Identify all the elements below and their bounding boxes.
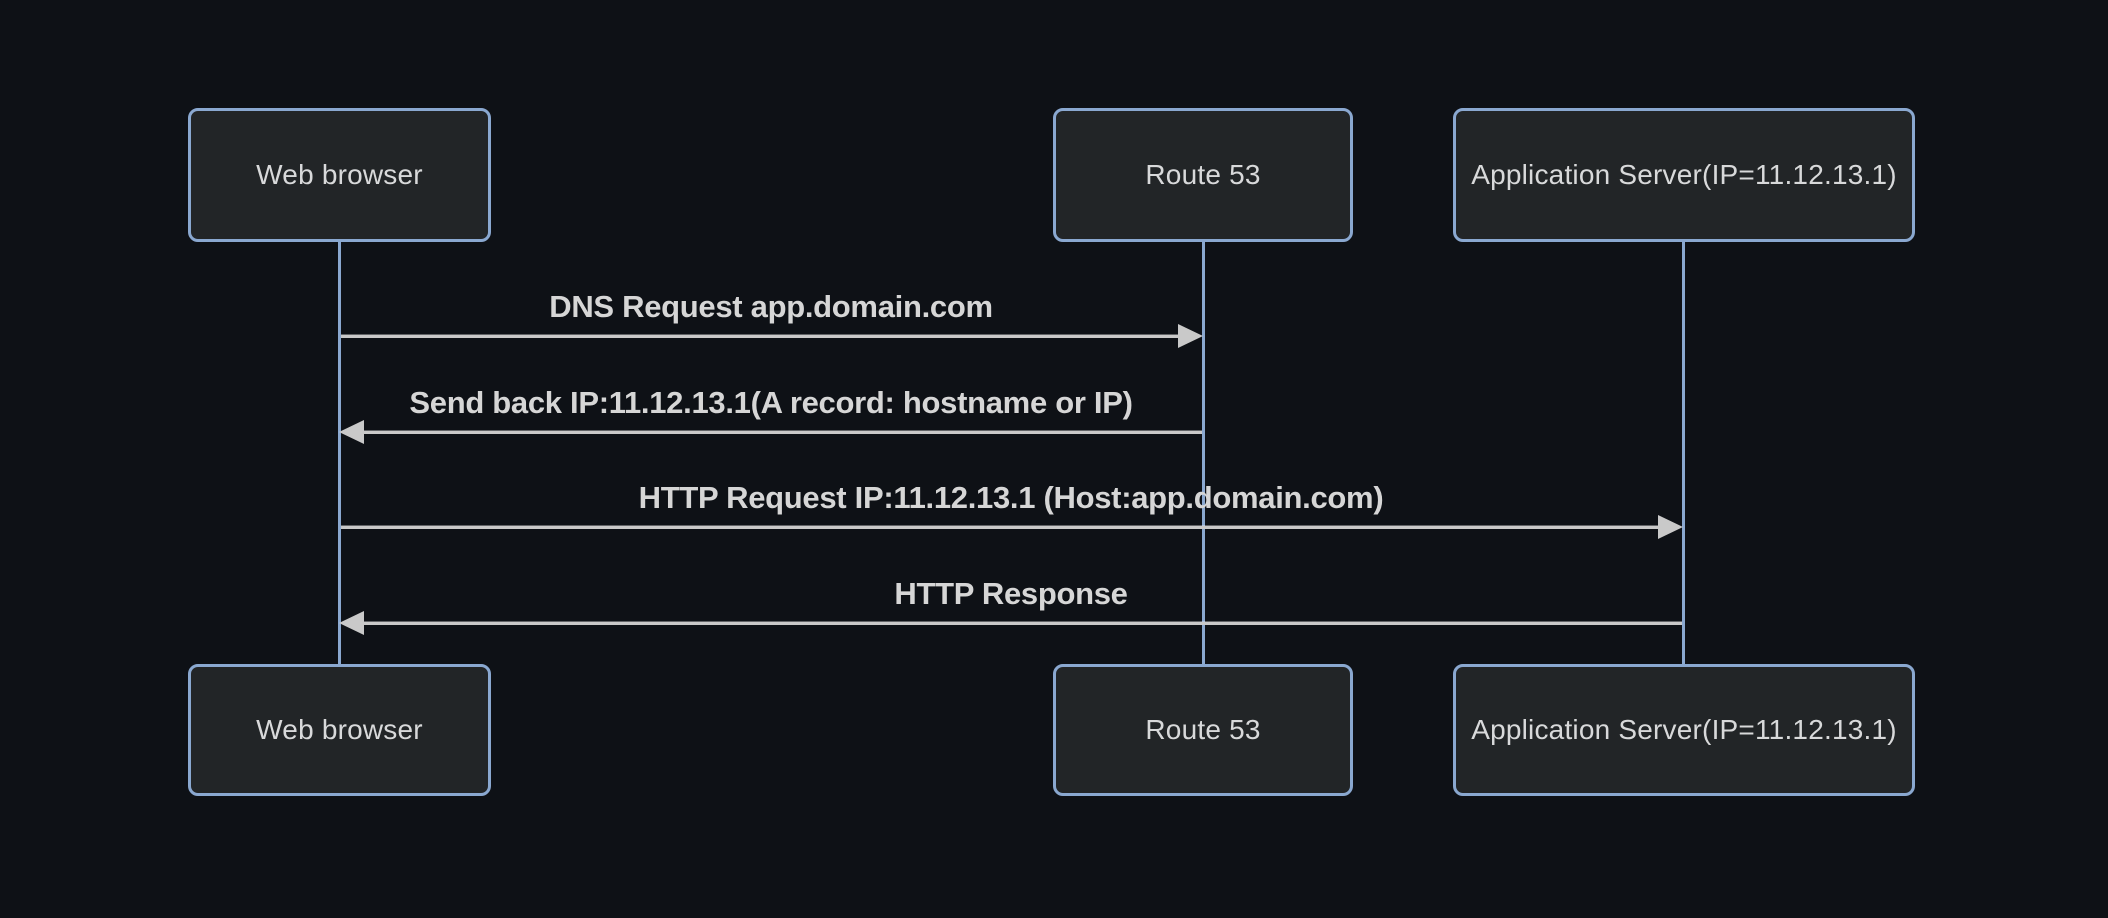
message-label-dns-response: Send back IP:11.12.13.1(A record: hostna… (409, 385, 1133, 420)
lifeline-web-browser (338, 240, 341, 666)
actor-label-application-server: Application Server(IP=11.12.13.1) (1471, 714, 1897, 745)
actor-box-application-server-top: Application Server(IP=11.12.13.1) (1453, 108, 1915, 242)
arrowhead-left-icon (339, 420, 364, 444)
actor-box-route-53-bottom: Route 53 (1053, 664, 1353, 796)
message-label-http-response: HTTP Response (894, 576, 1128, 611)
lifeline-route-53 (1202, 240, 1205, 666)
actor-box-route-53-top: Route 53 (1053, 108, 1353, 242)
actor-box-web-browser-top: Web browser (188, 108, 491, 242)
arrowhead-right-icon (1178, 324, 1203, 348)
actor-label-web-browser: Web browser (256, 714, 423, 745)
actor-label-web-browser: Web browser (256, 159, 423, 190)
message-label-http-request: HTTP Request IP:11.12.13.1 (Host:app.dom… (638, 480, 1384, 515)
message-line-dns-request (341, 335, 1179, 338)
message-line-dns-response (364, 431, 1202, 434)
lifeline-application-server (1682, 240, 1685, 666)
message-label-dns-request: DNS Request app.domain.com (549, 289, 993, 324)
actor-label-application-server: Application Server(IP=11.12.13.1) (1471, 159, 1897, 190)
actor-box-application-server-bottom: Application Server(IP=11.12.13.1) (1453, 664, 1915, 796)
arrowhead-right-icon (1658, 515, 1683, 539)
message-line-http-request (341, 526, 1659, 529)
message-line-http-response (364, 622, 1682, 625)
arrowhead-left-icon (339, 611, 364, 635)
actor-label-route-53: Route 53 (1145, 159, 1261, 190)
actor-box-web-browser-bottom: Web browser (188, 664, 491, 796)
actor-label-route-53: Route 53 (1145, 714, 1261, 745)
